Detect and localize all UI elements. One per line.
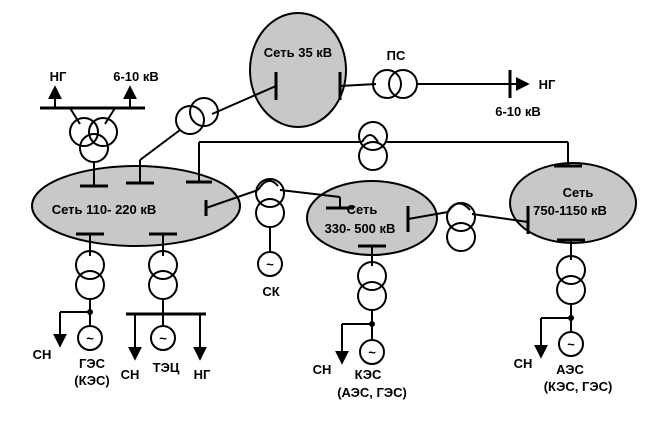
network-750-1150kv-label-2: 750-1150 кВ (533, 203, 607, 218)
sk-generator-symbol: ~ (266, 257, 274, 272)
kes-branch: ~ СН КЭС (АЭС, ГЭС) (313, 244, 407, 400)
v6-10-left-label: 6-10 кВ (113, 69, 159, 84)
aes-label-1: АЭС (556, 362, 584, 377)
kes-generator-symbol: ~ (368, 345, 376, 360)
tie-330-to-750 (406, 202, 530, 252)
aes-label-2: (КЭС, ГЭС) (544, 379, 613, 394)
aes-branch: ~ СН АЭС (КЭС, ГЭС) (514, 238, 613, 394)
tie-35-to-110 (126, 85, 277, 185)
sk-label: СК (262, 284, 279, 299)
ng-tec-label: НГ (194, 367, 211, 382)
sn-kes-label: СН (313, 362, 332, 377)
sn-ges-label: СН (33, 347, 52, 362)
sn-aes-label: СН (514, 356, 533, 371)
ges-generator-symbol: ~ (86, 331, 94, 346)
ges-label-2: (КЭС) (74, 373, 109, 388)
sn-tec-label: СН (121, 367, 140, 382)
kes-label-1: КЭС (355, 367, 382, 382)
network-110-220kv-label: Сеть 110- 220 кВ (52, 202, 157, 217)
tec-label: ТЭЦ (153, 360, 180, 375)
tie-110-to-750 (186, 121, 582, 184)
tie-110-to-330-with-sk: ~ СК (204, 178, 354, 299)
network-330-500kv-label-2: 330- 500 кВ (325, 221, 396, 236)
ng-right-label: НГ (539, 77, 556, 92)
network-330-500kv-label-1: Сеть (347, 202, 378, 217)
substation-ps: ПС НГ 6-10 кВ (339, 48, 556, 119)
network-35kv-label: Сеть 35 кВ (264, 45, 332, 60)
three-winding-transformer-left: НГ 6-10 кВ (40, 69, 159, 188)
network-35kv: Сеть 35 кВ (249, 12, 347, 128)
ps-label: ПС (387, 48, 406, 63)
tec-branch: ~ СН ТЭЦ НГ (121, 232, 211, 382)
network-750-1150kv-label-1: Сеть (563, 185, 594, 200)
ng-left-label: НГ (50, 69, 67, 84)
v6-10-right-label: 6-10 кВ (495, 104, 541, 119)
ges-branch: ~ СН ГЭС (КЭС) (33, 232, 110, 388)
kes-label-2: (АЭС, ГЭС) (337, 385, 407, 400)
aes-generator-symbol: ~ (567, 337, 575, 352)
network-750-1150kv: Сеть 750-1150 кВ (509, 162, 637, 244)
tec-generator-symbol: ~ (159, 331, 167, 346)
ges-label-1: ГЭС (79, 356, 106, 371)
